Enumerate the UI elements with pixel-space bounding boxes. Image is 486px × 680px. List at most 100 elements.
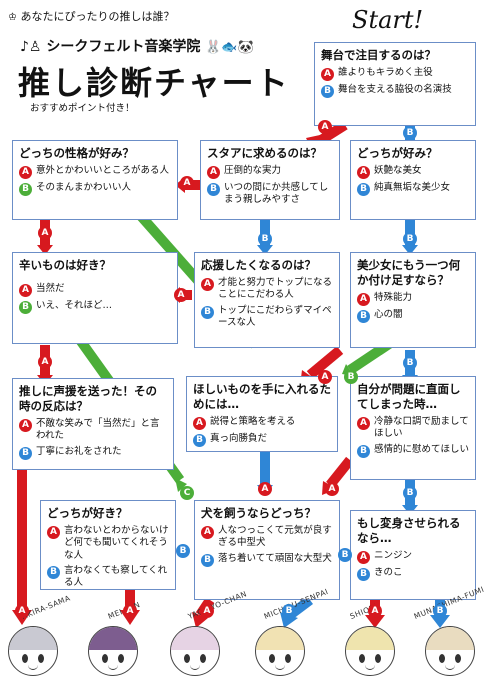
question-text: どっちが好き？ xyxy=(47,506,128,520)
a-badge: A xyxy=(19,283,32,297)
b-badge: B xyxy=(357,444,370,458)
avatar[interactable] xyxy=(88,626,138,676)
arrow-label-a: A xyxy=(368,604,382,618)
b-badge: B xyxy=(201,305,214,319)
b-badge: B xyxy=(321,84,334,98)
b-badge: B xyxy=(357,309,370,323)
arrow-label-a: A xyxy=(318,370,332,384)
avatar[interactable] xyxy=(255,626,305,676)
b-badge: B xyxy=(207,182,220,196)
question-text: ほしいものを手に入れるためには… xyxy=(193,382,331,411)
arrow-label-b: B xyxy=(403,232,417,246)
question-text: どっちが好み？ xyxy=(357,146,438,160)
b-badge: B xyxy=(357,567,370,581)
avatar[interactable] xyxy=(345,626,395,676)
a-badge: A xyxy=(357,165,370,179)
hair xyxy=(346,627,394,651)
question-text: もし変身させられるなら… xyxy=(357,516,461,545)
arrow-label-a: A xyxy=(318,120,332,134)
arrow-label-b: B xyxy=(282,604,296,618)
b-badge: B xyxy=(357,182,370,196)
avatar[interactable] xyxy=(8,626,58,676)
arrow-label-a: A xyxy=(15,604,29,618)
question-text: 舞台で注目するのは？ xyxy=(321,48,436,62)
arrow-label-b: B xyxy=(176,544,190,558)
start-label: Start! xyxy=(352,6,424,34)
arrow-label-b: B xyxy=(403,126,417,140)
hair xyxy=(171,627,219,651)
page-subtitle: おすすめポイント付き！ xyxy=(30,103,135,114)
hair xyxy=(426,627,474,651)
a-badge: A xyxy=(47,525,60,539)
b-badge: B xyxy=(47,565,60,579)
a-badge: A xyxy=(19,165,32,179)
a-badge: A xyxy=(357,292,370,306)
avatar[interactable] xyxy=(170,626,220,676)
a-badge: A xyxy=(193,416,206,430)
question-text: 犬を飼うならどっち？ xyxy=(201,506,316,520)
header-question-line: ♔ あなたにぴったりの推しは誰？ xyxy=(8,10,175,23)
b-badge: B xyxy=(19,182,32,196)
arrow-label-a: A xyxy=(200,604,214,618)
arrow-label-a: A xyxy=(123,604,137,618)
question-text: 自分が問題に直面してしまった時… xyxy=(357,382,461,411)
crown-icon: ♔ xyxy=(8,12,17,23)
question-text: スタアに求めるのは？ xyxy=(207,146,322,160)
hair xyxy=(9,627,57,651)
arrow-label-a: A xyxy=(38,355,52,369)
arrow-label-b: B xyxy=(403,356,417,370)
a-badge: A xyxy=(357,550,370,564)
b-badge: B xyxy=(193,433,206,447)
question-text: 推しに声援を送った！その時の反応は？ xyxy=(19,384,157,413)
arrow-label-a: A xyxy=(38,226,52,240)
school-name: ♪♙ シークフェルト音楽学院 🐰🐟🐼 xyxy=(20,39,254,55)
page-title: 推し診断チャート xyxy=(18,64,290,102)
arrow-label-a: A xyxy=(325,482,339,496)
arrow-label-b: B xyxy=(338,548,352,562)
a-badge: A xyxy=(201,277,214,291)
arrow-label-b: B xyxy=(403,486,417,500)
avatar[interactable] xyxy=(425,626,475,676)
question-text: 美少女にもう一つ何か付け足すなら？ xyxy=(357,258,461,287)
b-badge: B xyxy=(19,446,32,460)
arrow-label-a: A xyxy=(180,176,194,190)
arrow-label-a: A xyxy=(258,482,272,496)
a-badge: A xyxy=(19,418,32,432)
hair xyxy=(256,627,304,651)
